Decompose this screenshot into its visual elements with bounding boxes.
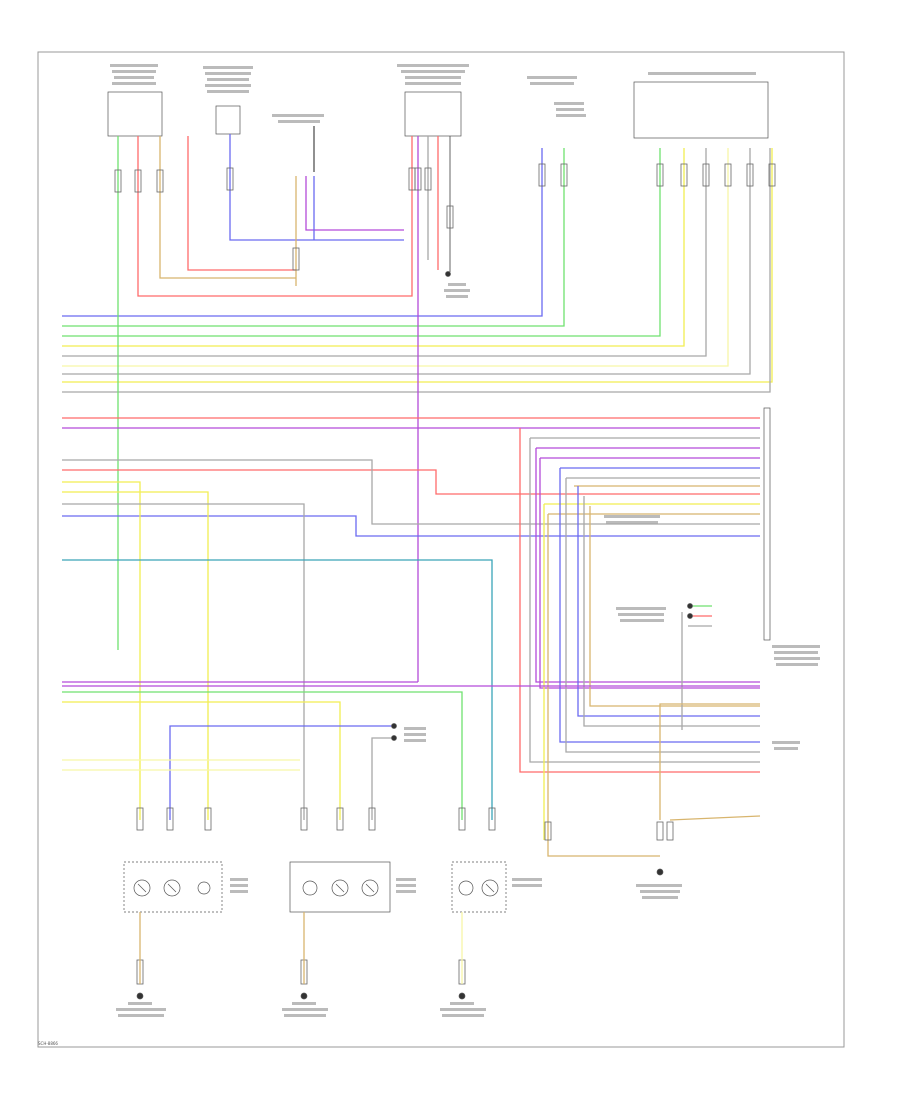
component-right-module — [633, 81, 769, 139]
ground-point-1 — [136, 992, 144, 1000]
wire-blue-1 — [62, 148, 543, 317]
wire-gray-3 — [62, 148, 771, 393]
lamp-assemblies — [123, 271, 693, 1000]
wire-gray-1 — [62, 148, 707, 357]
ground-point-3 — [458, 992, 466, 1000]
component-light-switch — [215, 105, 241, 135]
connector-markers — [114, 163, 776, 985]
ground-point-9 — [687, 613, 693, 619]
top-components — [107, 81, 771, 641]
lower-harness — [62, 605, 761, 821]
ground-point-6 — [391, 735, 397, 741]
wire-yellow-1 — [62, 148, 729, 367]
wire-lightyellow-1 — [62, 148, 685, 347]
footer-code: SCH-8866 — [38, 1041, 58, 1046]
top-drops — [117, 126, 451, 682]
lamp-middle — [289, 861, 391, 984]
diagram-frame — [37, 51, 845, 1048]
component-right-lamp-unit — [763, 407, 771, 641]
lamp-right — [451, 861, 507, 984]
wire-green-1 — [62, 148, 565, 327]
right-verticals — [519, 428, 760, 857]
ground-point-5 — [391, 723, 397, 729]
label-blocks-bottom — [116, 878, 682, 1017]
small-text-blocks — [110, 64, 820, 750]
ground-point-8 — [687, 603, 693, 609]
ground-point-7 — [445, 271, 451, 277]
upper-harness — [62, 148, 773, 393]
ground-point-2 — [300, 992, 308, 1000]
lamp-left — [123, 861, 223, 984]
ground-point-4 — [656, 868, 664, 876]
wire-green-2 — [62, 148, 661, 337]
wire-gray-2 — [62, 148, 751, 375]
component-center-unit — [404, 91, 462, 137]
mid-harness — [62, 417, 760, 820]
component-left-lamp-unit — [107, 91, 163, 137]
wire-yellow-2 — [62, 148, 773, 383]
